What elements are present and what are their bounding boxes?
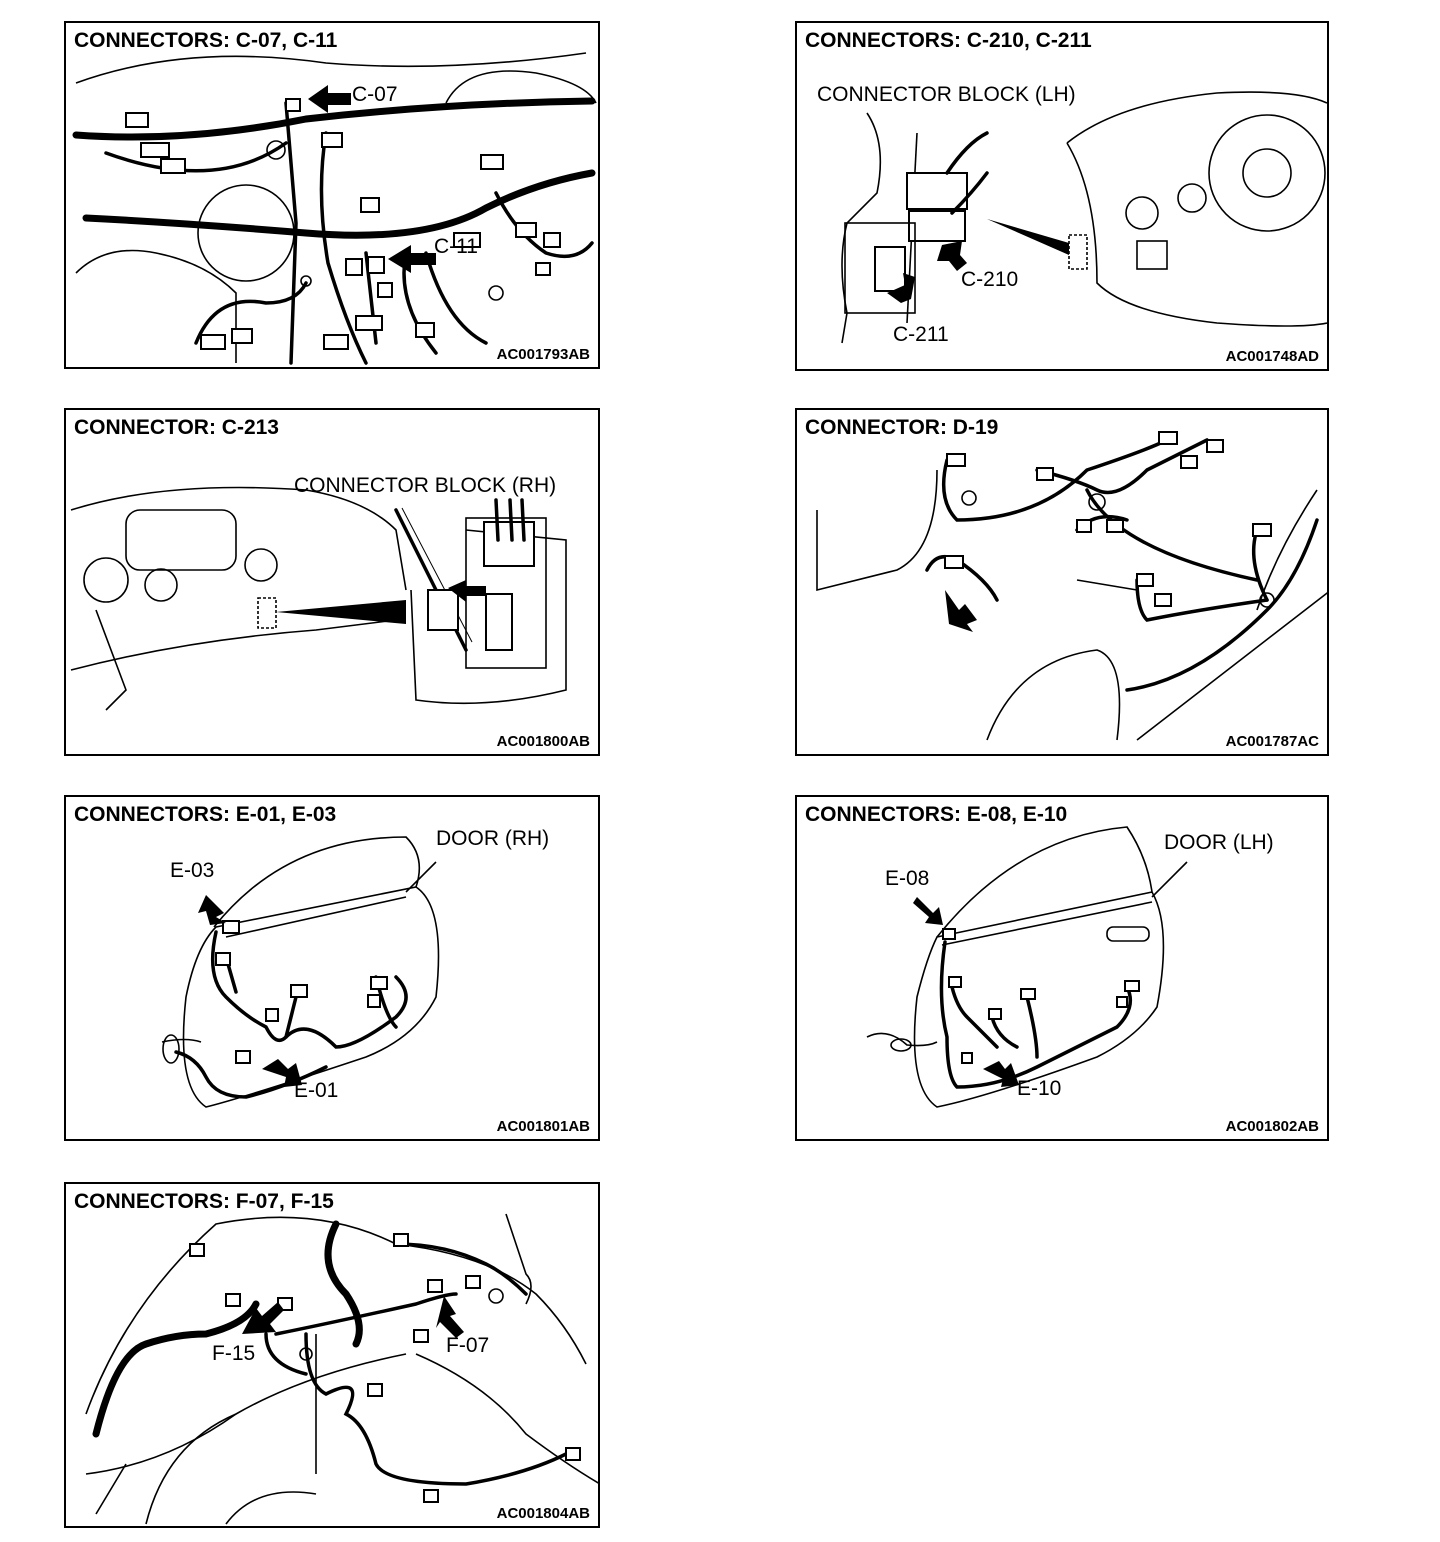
panel-title: CONNECTOR: C-213 xyxy=(74,416,279,439)
label-connector-block-lh: CONNECTOR BLOCK (LH) xyxy=(817,83,1076,106)
panel-title: CONNECTORS: C-07, C-11 xyxy=(74,29,338,52)
label-e-10: E-10 xyxy=(1017,1077,1062,1100)
label-e-01: E-01 xyxy=(294,1079,339,1102)
connector-block-lh-illustration xyxy=(841,91,1327,344)
panel-title: CONNECTOR: D-19 xyxy=(805,416,999,439)
figure-code: AC001793AB xyxy=(496,346,590,363)
label-connector-block-rh: CONNECTOR BLOCK (RH) xyxy=(294,474,557,497)
panel-title: CONNECTORS: F-07, F-15 xyxy=(74,1190,334,1213)
label-c-11: C-11 xyxy=(434,235,478,258)
panel-title: CONNECTORS: E-01, E-03 xyxy=(74,803,337,826)
door-rh-harness-illustration xyxy=(161,836,440,1108)
figure-code: AC001804AB xyxy=(496,1505,590,1522)
label-door-lh: DOOR (LH) xyxy=(1164,831,1274,854)
label-c-07: C-07 xyxy=(352,83,398,106)
diagram-panel-e01-e03: CONNECTORS: E-01, E-03 DOOR (RH) E-03 E-… xyxy=(64,795,600,1141)
diagram-panel-d19: CONNECTOR: D-19 AC001787AC xyxy=(795,408,1329,756)
dashboard-harness-illustration xyxy=(72,52,597,365)
label-c-210: C-210 xyxy=(961,268,1019,291)
figure-code: AC001787AC xyxy=(1225,733,1319,750)
figure-code: AC001801AB xyxy=(496,1118,590,1135)
label-e-08: E-08 xyxy=(885,867,930,890)
panel-title: CONNECTORS: E-08, E-10 xyxy=(805,803,1068,826)
label-c-211: C-211 xyxy=(893,323,949,346)
diagram-panel-c210-c211: CONNECTORS: C-210, C-211 CONNECTOR BLOCK… xyxy=(795,21,1329,371)
diagram-panel-f07-f15: CONNECTORS: F-07, F-15 F-07 F-15 AC00180… xyxy=(64,1182,600,1528)
connector-block-rh-illustration xyxy=(70,486,567,711)
diagram-panel-c213: CONNECTOR: C-213 CONNECTOR BLOCK (RH) AC… xyxy=(64,408,600,756)
floor-harness-illustration xyxy=(816,431,1327,741)
figure-code: AC001748AD xyxy=(1225,348,1319,365)
diagram-panel-c07-c11: CONNECTORS: C-07, C-11 C-07 C-11 AC00179… xyxy=(64,21,600,369)
label-e-03: E-03 xyxy=(170,859,215,882)
rear-body-harness-illustration xyxy=(85,1213,598,1525)
figure-code: AC001800AB xyxy=(496,733,590,750)
figure-code: AC001802AB xyxy=(1225,1118,1319,1135)
label-door-rh: DOOR (RH) xyxy=(436,827,550,850)
diagram-panel-e08-e10: CONNECTORS: E-08, E-10 DOOR (LH) E-08 E-… xyxy=(795,795,1329,1141)
label-f-07: F-07 xyxy=(446,1334,490,1357)
door-lh-harness-illustration xyxy=(866,826,1188,1108)
panel-title: CONNECTORS: C-210, C-211 xyxy=(805,29,1092,52)
label-f-15: F-15 xyxy=(212,1342,256,1365)
